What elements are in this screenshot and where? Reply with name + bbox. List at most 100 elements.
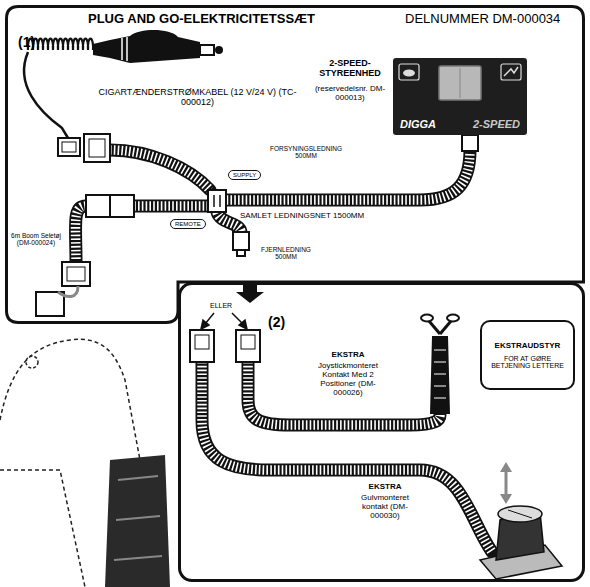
connector-detail (67, 267, 85, 281)
motion-arrow-head (500, 462, 512, 472)
connector (62, 262, 90, 286)
cab-detail (118, 476, 158, 480)
panel-number: (2) (268, 314, 285, 330)
dashed-outline (0, 470, 85, 587)
panel: (2) EKSTRAUDSTYRFOR AT GØRE BETJENING LET… (178, 282, 585, 582)
arrow-head (201, 320, 209, 329)
dashed-outline (0, 339, 140, 460)
switch-pedal (498, 506, 542, 522)
down-arrow (236, 284, 264, 303)
cable-label: SAMLET LEDNINGSNET 1500MM (240, 211, 364, 220)
connector (86, 195, 110, 217)
fast-icon (501, 64, 521, 80)
arrow-head (239, 320, 247, 329)
connector-pin (237, 250, 245, 256)
cable-tag: SUPPLY (228, 170, 261, 180)
plug-tip (200, 45, 214, 55)
cable-label: FJERNLEDNING 500MM (256, 246, 316, 260)
unit-heading: 2-SPEED- STYREENHED (311, 58, 389, 78)
part-number: DELNUMMER DM-000034 (405, 11, 560, 26)
switch-button (447, 315, 459, 322)
tag-text: REMOTE (175, 221, 201, 227)
part-number: (reservedelsnr. DM-000013) (311, 84, 389, 102)
cable-ribs (226, 150, 470, 200)
cable-ribs (134, 201, 208, 211)
grip-ridge (434, 362, 446, 363)
switch-button (421, 315, 433, 322)
rocker-split (460, 68, 461, 98)
connectors (190, 330, 260, 362)
connector-detail (219, 195, 221, 207)
cable-ribs (248, 362, 440, 425)
connector-detail (241, 335, 255, 349)
cable-outline (75, 206, 86, 262)
connector-detail (213, 195, 215, 207)
connector (462, 135, 478, 151)
diagram-title: PLUG AND GO-ELEKTRICITETSSÆT (88, 11, 315, 26)
part-label: Joystickmonteret Kontakt Med 2 Positione… (310, 361, 386, 397)
cable-ribs (75, 206, 86, 262)
plug-contact (215, 46, 223, 54)
option-heading: EKSTRA (352, 482, 418, 491)
connector (233, 232, 249, 250)
cable-outline (226, 150, 470, 200)
plug-groove (121, 38, 123, 60)
choice-arrows (201, 313, 247, 329)
plug-groove (126, 37, 128, 61)
connector (36, 292, 64, 316)
turtle-symbol (403, 70, 415, 77)
motion-arrow (505, 470, 508, 496)
cable-tag: REMOTE (170, 219, 206, 229)
cable-ribs (110, 150, 210, 190)
cable-label: FORSYNINGSLEDNING 500MM (266, 145, 346, 159)
grip-ridge (434, 350, 446, 351)
cab-detail (116, 516, 160, 520)
joystick-switch (421, 315, 459, 415)
wire (24, 52, 68, 138)
panel-border (7, 7, 584, 323)
connectors (36, 134, 478, 316)
joystick-grip (430, 336, 450, 414)
cable-outline (217, 212, 241, 232)
accessory-box: EKSTRAUDSTYRFOR AT GØRE BETJENING LETTER… (480, 320, 575, 390)
option-heading: EKSTRA (310, 350, 386, 359)
connector (58, 138, 80, 156)
switch-arm (440, 321, 451, 334)
cable-outline (134, 200, 208, 213)
panel-outline (5, 5, 585, 324)
box-heading: EKSTRAUDSTYR (495, 341, 561, 350)
cable-outline (110, 150, 210, 190)
rocker-switch (439, 66, 481, 100)
tag-text: SUPPLY (233, 172, 256, 178)
junction-connector (208, 190, 226, 212)
cable-outline (248, 362, 440, 425)
grip-ridge (434, 374, 446, 375)
connector-detail (195, 335, 209, 349)
connector-detail (89, 139, 105, 157)
connector (110, 195, 134, 217)
panel-number: (1) (18, 34, 35, 50)
pedal-detail (508, 510, 532, 518)
choice-label: ELLER (210, 302, 232, 309)
cigar-lighter-cable (24, 30, 223, 138)
panel: (1) 2-SPEED- STYREENHED (reservedelsnr. DM… (5, 5, 585, 324)
cab-part (105, 455, 170, 587)
grip-ridge (434, 386, 446, 387)
motion-arrow-head (500, 494, 512, 504)
part-label: CIGARTÆNDERSTRØMKABEL (12 V/24 V) (TC-00… (90, 87, 305, 107)
grey-wire (58, 286, 78, 297)
cable-ribs (217, 212, 241, 232)
model-logo: 2-SPEED (473, 118, 520, 130)
cab-detail (114, 556, 162, 560)
switch-arm (429, 321, 440, 334)
dashed-detail (26, 356, 38, 368)
slow-icon (399, 64, 419, 80)
connector-detail (62, 142, 76, 152)
part-label: Gulvmonteret kontakt (DM-000030) (352, 493, 418, 520)
grip-ridge (434, 398, 446, 399)
rabbit-symbol (504, 67, 518, 76)
connector (236, 330, 260, 362)
coil-cord (28, 39, 93, 50)
brand-logo: DIGGA (400, 118, 436, 130)
